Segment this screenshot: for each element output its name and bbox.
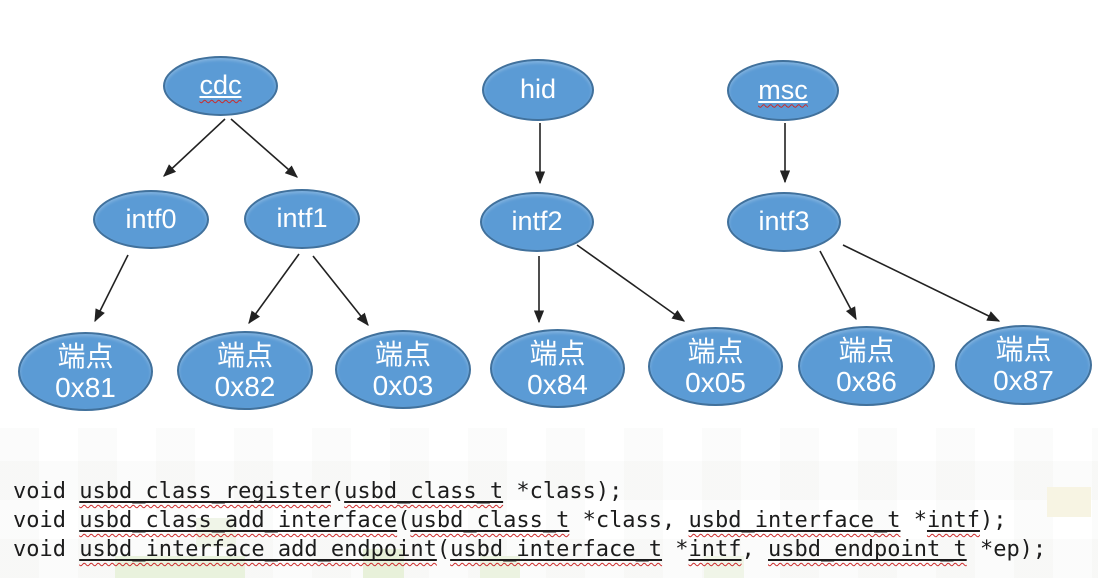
node-endpoint-0x05: 端点 0x05	[648, 327, 783, 406]
node-cdc: cdc	[163, 56, 278, 116]
node-sublabel: 0x82	[214, 370, 276, 402]
background-tile	[704, 556, 744, 578]
edge-intf3-ep86	[819, 250, 857, 321]
node-intf2: intf2	[480, 192, 594, 252]
edge-intf1-ep82	[248, 253, 300, 325]
background-tile-strip	[0, 428, 1098, 578]
node-label: 端点	[374, 338, 431, 370]
node-endpoint-0x82: 端点 0x82	[177, 331, 313, 410]
node-label: intf0	[125, 203, 177, 234]
node-sublabel: 0x81	[55, 371, 116, 403]
code-line: void usbd_interface_add_endpoint(usbd_in…	[13, 537, 1047, 562]
node-label: intf2	[511, 206, 563, 237]
node-sublabel: 0x86	[836, 366, 897, 397]
node-label: intf3	[758, 206, 810, 237]
node-intf3: intf3	[727, 192, 841, 252]
node-label: 端点	[838, 335, 895, 366]
node-label: 端点	[57, 340, 114, 372]
node-sublabel: 0x87	[993, 365, 1054, 396]
node-label: msc	[758, 74, 808, 105]
node-endpoint-0x81: 端点 0x81	[18, 332, 153, 411]
edge-cdc-intf0	[163, 118, 226, 177]
node-label: 端点	[529, 337, 586, 369]
code-line: void usbd_class_register(usbd_class_t *c…	[13, 479, 623, 504]
node-endpoint-0x87: 端点 0x87	[955, 325, 1092, 405]
node-msc: msc	[727, 60, 839, 121]
node-label: 端点	[995, 334, 1052, 365]
node-intf0: intf0	[93, 190, 209, 249]
edge-cdc-intf1	[230, 118, 298, 178]
node-sublabel: 0x03	[372, 369, 434, 401]
node-hid: hid	[482, 59, 594, 121]
background-tile	[480, 556, 520, 578]
node-label: 端点	[687, 335, 744, 367]
edge-intf0-ep81	[94, 254, 129, 323]
edge-intf2-ep05	[576, 244, 686, 322]
node-endpoint-0x86: 端点 0x86	[798, 326, 935, 406]
edge-intf1-ep03	[312, 255, 369, 327]
node-label: cdc	[199, 70, 242, 101]
background-tile	[115, 556, 245, 578]
code-block: void usbd_class_register(usbd_class_t *c…	[13, 477, 1046, 564]
background-tile	[1047, 487, 1091, 517]
node-label: intf1	[276, 203, 328, 234]
background-tile	[363, 549, 404, 578]
node-sublabel: 0x05	[685, 366, 746, 398]
edge-intf3-ep87	[842, 244, 1001, 322]
node-intf1: intf1	[244, 189, 360, 249]
code-line: void usbd_class_add_interface(usbd_class…	[13, 508, 1007, 533]
node-endpoint-0x03: 端点 0x03	[335, 330, 471, 409]
node-label: hid	[519, 74, 557, 105]
node-sublabel: 0x84	[527, 368, 588, 400]
node-label: 端点	[216, 339, 273, 371]
node-endpoint-0x84: 端点 0x84	[490, 329, 625, 408]
background-tile	[196, 518, 236, 547]
